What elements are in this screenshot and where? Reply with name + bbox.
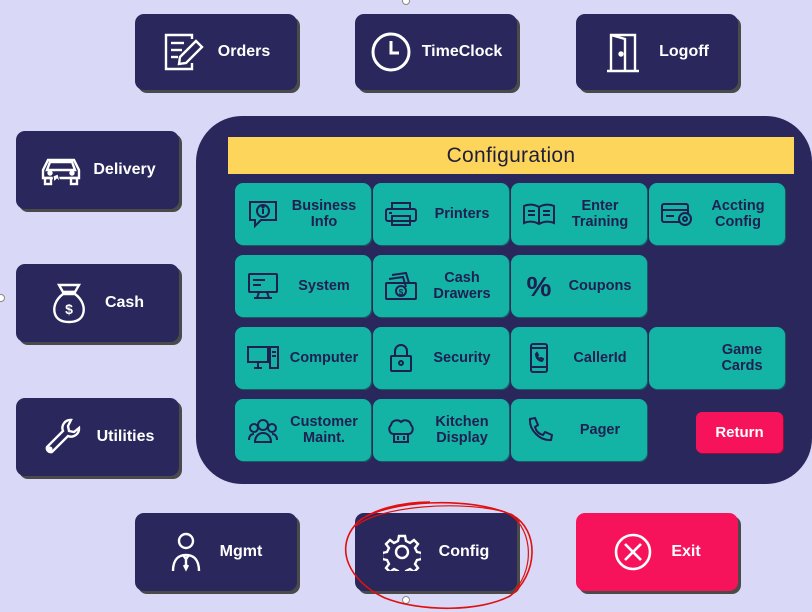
return-button[interactable]: Return bbox=[696, 412, 783, 453]
accting-config-tile[interactable]: Accting Config bbox=[649, 183, 785, 245]
credit-card-gear-icon bbox=[657, 201, 697, 227]
utilities-button[interactable]: Utilities bbox=[16, 398, 179, 476]
money-bag-icon: $ bbox=[51, 282, 87, 324]
wrench-icon bbox=[41, 416, 83, 458]
config-label: Config bbox=[438, 543, 490, 560]
desktop-computer-icon bbox=[243, 344, 283, 372]
svg-text:$: $ bbox=[65, 301, 73, 317]
callerid-label: CallerId bbox=[573, 350, 627, 366]
kitchen-display-label: Kitchen Display bbox=[435, 414, 489, 446]
selection-handle-top bbox=[402, 0, 410, 5]
people-group-icon bbox=[243, 416, 283, 444]
cash-drawer-icon: $ bbox=[381, 271, 421, 301]
configuration-title: Configuration bbox=[228, 137, 794, 174]
svg-text:$: $ bbox=[399, 288, 404, 297]
orders-button[interactable]: Orders bbox=[135, 14, 297, 90]
security-tile[interactable]: Security bbox=[373, 327, 509, 389]
exit-label: Exit bbox=[671, 543, 701, 560]
game-cards-label: Game Cards bbox=[721, 342, 763, 374]
printer-icon bbox=[381, 201, 421, 227]
orders-label: Orders bbox=[217, 43, 271, 60]
manager-person-icon bbox=[170, 531, 202, 573]
selection-handle-left bbox=[0, 294, 5, 302]
utilities-label: Utilities bbox=[96, 428, 155, 445]
enter-training-label: Enter Training bbox=[571, 198, 629, 230]
delivery-label: Delivery bbox=[93, 161, 156, 178]
computer-label: Computer bbox=[289, 350, 359, 366]
clock-icon bbox=[370, 31, 412, 73]
car-icon bbox=[39, 152, 83, 188]
security-label: Security bbox=[433, 350, 491, 366]
timeclock-button[interactable]: TimeClock bbox=[355, 14, 517, 90]
customer-maint-tile[interactable]: Customer Maint. bbox=[235, 399, 371, 461]
monitor-icon bbox=[243, 272, 283, 300]
computer-tile[interactable]: Computer bbox=[235, 327, 371, 389]
mgmt-label: Mgmt bbox=[219, 543, 263, 560]
business-info-label: Business Info bbox=[291, 198, 357, 230]
edit-document-icon bbox=[162, 31, 206, 73]
lock-icon bbox=[381, 343, 421, 373]
coupons-label: Coupons bbox=[568, 278, 632, 294]
business-info-tile[interactable]: Business Info bbox=[235, 183, 371, 245]
coupons-tile[interactable]: % Coupons bbox=[511, 255, 647, 317]
game-cards-tile[interactable]: Game Cards bbox=[649, 327, 785, 389]
printers-label: Printers bbox=[434, 206, 490, 222]
printers-tile[interactable]: Printers bbox=[373, 183, 509, 245]
cash-label: Cash bbox=[104, 294, 145, 311]
open-book-icon bbox=[519, 202, 559, 226]
enter-training-tile[interactable]: Enter Training bbox=[511, 183, 647, 245]
cash-button[interactable]: $ Cash bbox=[16, 264, 179, 342]
percent-icon: % bbox=[519, 271, 559, 301]
kitchen-display-tile[interactable]: Kitchen Display bbox=[373, 399, 509, 461]
system-tile[interactable]: System bbox=[235, 255, 371, 317]
pager-tile[interactable]: Pager bbox=[511, 399, 647, 461]
cash-drawers-label: Cash Drawers bbox=[433, 270, 491, 302]
logoff-button[interactable]: Logoff bbox=[576, 14, 738, 90]
callerid-tile[interactable]: CallerId bbox=[511, 327, 647, 389]
mobile-phone-icon bbox=[519, 342, 559, 374]
close-circle-icon bbox=[613, 532, 653, 572]
gear-icon bbox=[382, 533, 421, 571]
door-exit-icon bbox=[605, 31, 641, 73]
pager-label: Pager bbox=[579, 422, 621, 438]
accting-config-label: Accting Config bbox=[711, 198, 765, 230]
phone-handset-icon bbox=[519, 416, 559, 444]
system-label: System bbox=[298, 278, 350, 294]
config-button[interactable]: Config bbox=[355, 513, 517, 591]
svg-text:%: % bbox=[527, 271, 552, 301]
delivery-button[interactable]: Delivery bbox=[16, 131, 179, 209]
logoff-label: Logoff bbox=[659, 43, 709, 60]
cash-drawers-tile[interactable]: $ Cash Drawers bbox=[373, 255, 509, 317]
mgmt-button[interactable]: Mgmt bbox=[135, 513, 297, 591]
exit-button[interactable]: Exit bbox=[576, 513, 738, 591]
info-chat-icon bbox=[243, 199, 283, 229]
selection-handle-bottom bbox=[402, 596, 410, 604]
timeclock-label: TimeClock bbox=[421, 43, 503, 60]
customer-maint-label: Customer Maint. bbox=[290, 414, 358, 446]
chef-hat-icon bbox=[381, 414, 421, 446]
